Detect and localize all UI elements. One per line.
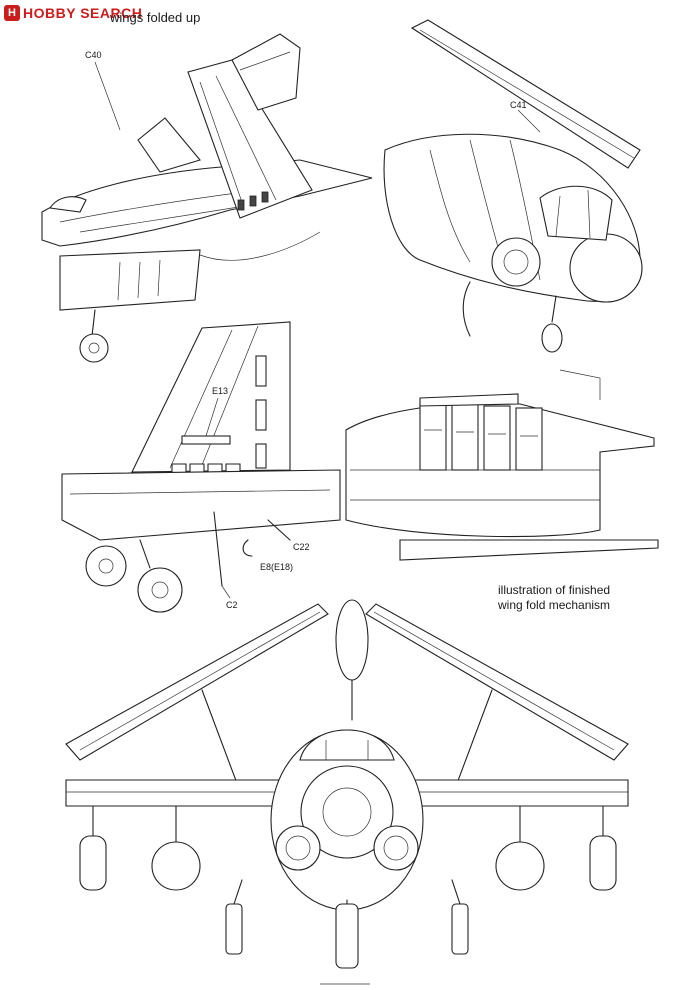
panel-front-view [65,599,629,969]
hobby-search-watermark: H HOBBY SEARCH [4,4,142,22]
caption-line-2: wing fold mechanism [498,598,611,612]
panel-wing-fold-detail-left [61,321,341,613]
panel-nose-three-quarter-view [383,19,643,353]
caption-line-1: illustration of finished [498,583,611,597]
part-label-c40: C40 [85,50,102,60]
part-label-c22: C22 [293,542,310,552]
panel-wing-fold-detail-right [345,369,659,561]
part-label-c2: C2 [226,600,238,610]
wings-folded-up-note: wings folded up [110,10,201,25]
part-label-e13: E13 [212,386,229,396]
hobby-search-logo-icon: H [4,5,20,21]
part-label-c41: C41 [510,100,527,110]
hobby-search-brand: HOBBY SEARCH [23,5,143,21]
panel-wings-folded-side-view [41,33,373,363]
part-label-e8-e18: E8(E18) [260,562,294,572]
finished-mechanism-caption: illustration of finished wing fold mecha… [498,583,610,613]
